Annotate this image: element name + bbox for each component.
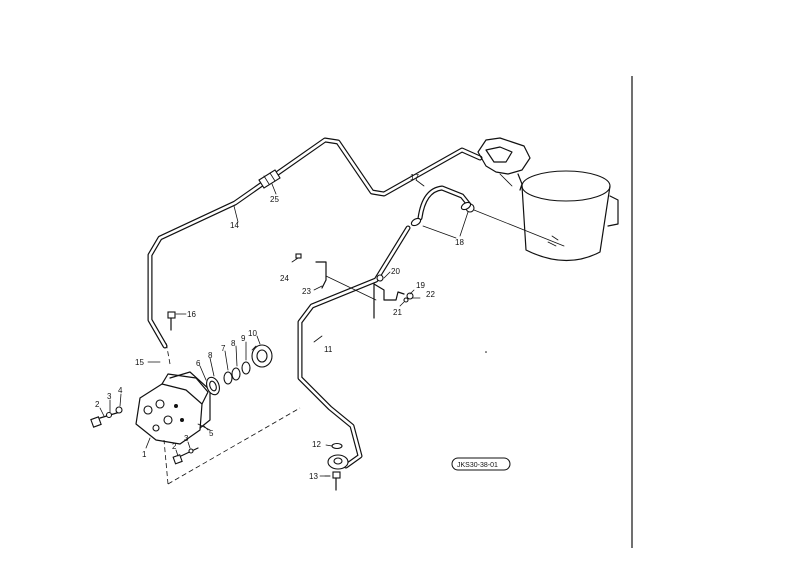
label-part-4: 4: [118, 386, 123, 395]
alignment-line: [167, 407, 301, 485]
label-part-21: 21: [393, 308, 402, 317]
fuel-filter-head: [477, 137, 531, 191]
label-part-15: 15: [135, 358, 144, 367]
label-part-9: 9: [241, 334, 246, 343]
pipe-union-25: [258, 169, 281, 189]
hose-clamp-18: [410, 201, 472, 239]
label-part-18: 18: [455, 238, 464, 247]
label-part-19: 19: [416, 281, 425, 290]
label-part-8: 8: [208, 351, 213, 360]
leader-lines: [99, 179, 425, 477]
label-part-3: 3: [107, 392, 112, 401]
pipe-bracket-23: [295, 253, 377, 301]
label-part-17: 17: [410, 173, 419, 182]
label-part-6: 6: [196, 359, 201, 368]
label-part-2: 2: [172, 442, 177, 451]
pipe-bracket-21: [373, 274, 414, 319]
alignment-line: [163, 439, 169, 485]
fuel-tank-bowl: [521, 170, 619, 262]
pipe-14: [147, 137, 483, 349]
pump-bolt-left: [90, 406, 123, 428]
drawing-code-badge: JKS30-38-01: [451, 457, 511, 471]
label-part-16: 16: [187, 310, 196, 319]
scan-dot: [485, 351, 487, 353]
pump-gear-10: [251, 344, 273, 368]
alignment-line: [165, 341, 171, 365]
label-part-22: 22: [426, 290, 435, 299]
banjo-bolt-16: [167, 311, 176, 331]
hose-17: [417, 185, 565, 247]
pump-bolt-lower: [172, 447, 199, 465]
label-part-11: 11: [324, 345, 333, 354]
drawing-code: JKS30-38-01: [457, 462, 498, 469]
label-part-10: 10: [248, 329, 257, 338]
label-part-3: 3: [184, 434, 189, 443]
label-part-13: 13: [309, 472, 318, 481]
banjo-fitting: [324, 442, 349, 491]
label-part-1: 1: [142, 450, 147, 459]
label-part-20: 20: [391, 267, 400, 276]
label-part-5: 5: [209, 429, 214, 438]
label-part-2: 2: [95, 400, 100, 409]
pipe-11: [297, 225, 411, 469]
label-part-8: 8: [231, 339, 236, 348]
label-part-24: 24: [280, 274, 289, 283]
label-part-25: 25: [270, 195, 279, 204]
label-part-14: 14: [230, 221, 239, 230]
label-part-7: 7: [221, 344, 226, 353]
label-part-23: 23: [302, 287, 311, 296]
label-part-12: 12: [312, 440, 321, 449]
pump-washers: [206, 361, 251, 396]
pump-body-1: [135, 373, 209, 445]
